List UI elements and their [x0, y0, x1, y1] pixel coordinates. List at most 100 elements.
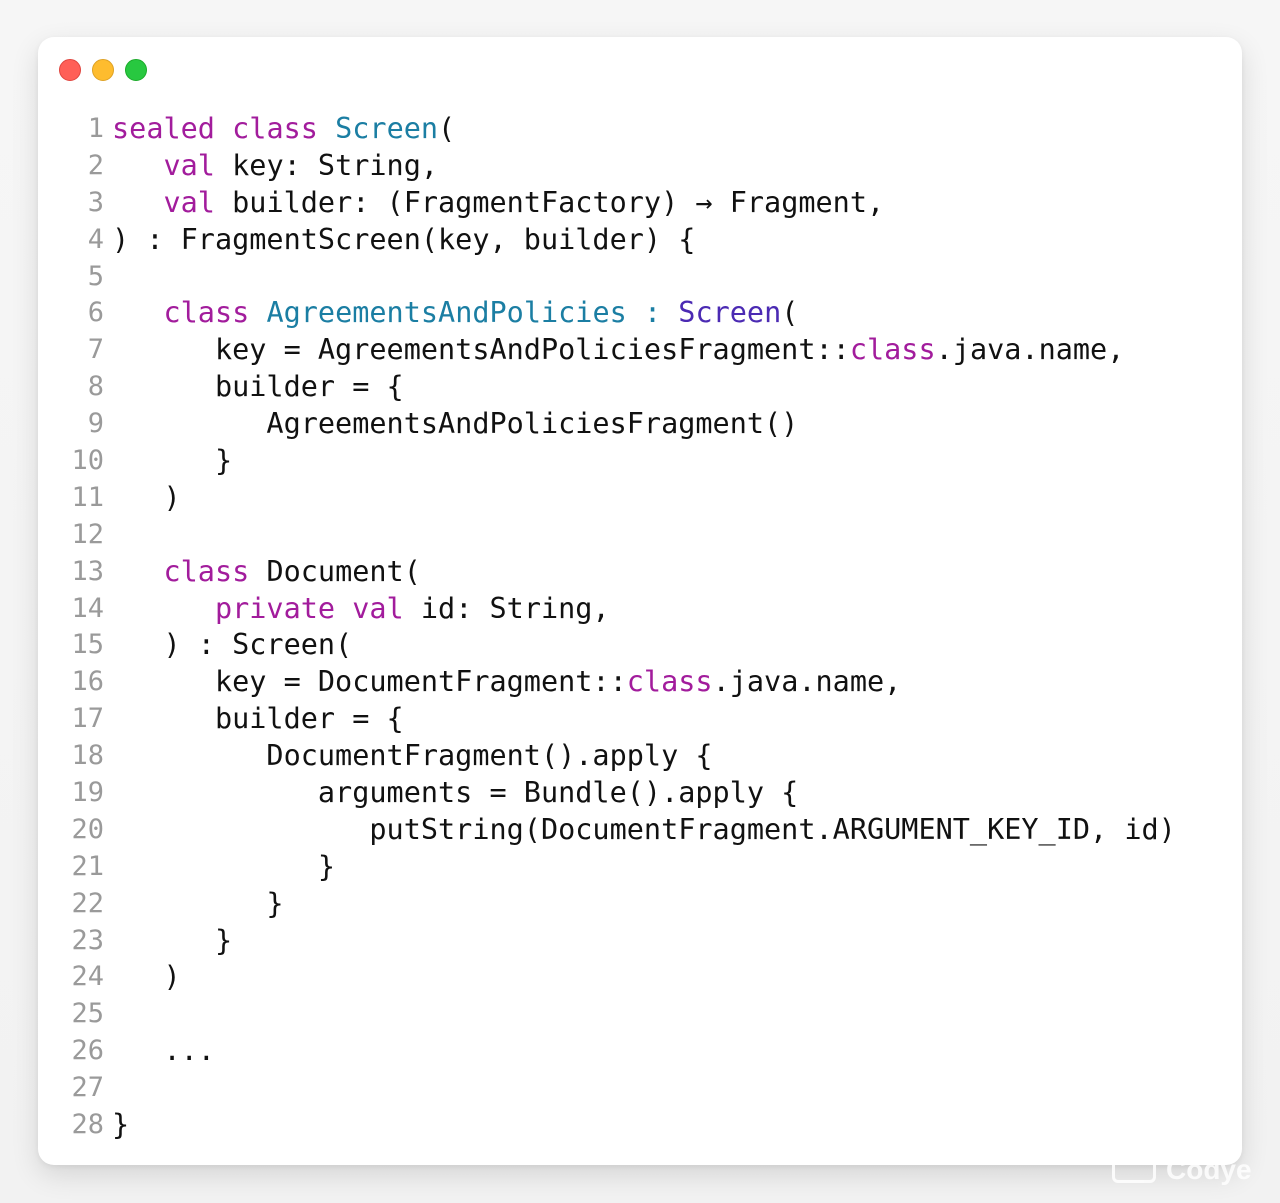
code-token: [318, 112, 335, 145]
line-source: ): [104, 959, 181, 996]
code-line: 15 ) : Screen(: [38, 627, 1242, 664]
line-source: }: [104, 886, 284, 923]
minimize-button[interactable]: [92, 59, 114, 81]
code-line: 7 key = AgreementsAndPoliciesFragment::c…: [38, 332, 1242, 369]
line-number: 8: [87, 371, 104, 403]
code-line: 5: [38, 259, 1242, 296]
line-source: val builder: (FragmentFactory) → Fragmen…: [104, 185, 884, 222]
code-token: key: String,: [214, 148, 439, 182]
code-line: 19 arguments = Bundle().apply {: [38, 775, 1242, 812]
line-source: }: [104, 849, 335, 886]
watermark-text: Codye: [1166, 1154, 1252, 1185]
code-line: 14 private val id: String,: [38, 591, 1242, 628]
keyword-token: private: [214, 591, 336, 625]
code-line: 27: [38, 1070, 1242, 1107]
code-line: 9 AgreementsAndPoliciesFragment(): [38, 406, 1242, 443]
keyword-token: class: [163, 554, 250, 588]
line-number: 15: [71, 629, 104, 661]
type-token: AgreementsAndPolicies: [266, 296, 627, 330]
code-line: 21 }: [38, 849, 1242, 886]
line-number: 9: [87, 408, 104, 440]
line-source: ) : Screen(: [104, 627, 352, 664]
code-token: ) : Screen(: [112, 628, 353, 662]
code-token: [112, 149, 163, 182]
keyword-token: val: [163, 185, 215, 219]
code-token: }: [112, 1108, 130, 1142]
type-token: Screen: [335, 112, 439, 145]
code-token: [335, 592, 352, 625]
line-source: ): [104, 480, 180, 517]
line-source: ...: [104, 1033, 214, 1070]
type-token: Screen: [678, 296, 782, 330]
code-token: [112, 296, 163, 329]
line-source: AgreementsAndPoliciesFragment(): [104, 406, 798, 443]
keyword-token: class: [849, 333, 936, 367]
keyword-token: class: [163, 296, 250, 330]
line-number: 11: [71, 481, 104, 513]
line-source: }: [104, 923, 232, 960]
code-token: key = AgreementsAndPoliciesFragment::: [112, 333, 850, 367]
code-token: builder = {: [112, 702, 404, 736]
code-line: 13 class Document(: [38, 554, 1242, 591]
line-number: 6: [87, 297, 104, 329]
line-number: 24: [71, 961, 104, 993]
close-button[interactable]: [59, 59, 81, 81]
line-source: builder = {: [104, 369, 404, 406]
line-source: val key: String,: [104, 148, 438, 185]
line-number: 19: [71, 777, 104, 809]
line-source: sealed class Screen(: [104, 111, 455, 148]
code-line: 25: [38, 996, 1242, 1033]
line-number: 20: [71, 813, 104, 845]
line-number: 25: [71, 998, 104, 1030]
code-line: 4) : FragmentScreen(key, builder) {: [38, 222, 1242, 259]
line-source: arguments = Bundle().apply {: [104, 775, 798, 812]
line-number: 27: [71, 1072, 104, 1104]
code-token: id: String,: [403, 591, 610, 625]
code-token: AgreementsAndPoliciesFragment(): [112, 407, 799, 441]
keyword-token: class: [626, 665, 713, 699]
line-source: key = AgreementsAndPoliciesFragment::cla…: [104, 332, 1124, 369]
maximize-button[interactable]: [125, 59, 147, 81]
code-token: [112, 592, 215, 625]
code-line: 22 }: [38, 886, 1242, 923]
code-token: [112, 186, 163, 219]
line-source: putString(DocumentFragment.ARGUMENT_KEY_…: [104, 812, 1175, 849]
line-source: key = DocumentFragment::class.java.name,: [104, 664, 901, 701]
line-number: 21: [71, 850, 104, 882]
line-number: 10: [71, 445, 104, 477]
line-source: [104, 1070, 112, 1107]
line-number: 26: [71, 1035, 104, 1067]
code-line: 28}: [38, 1107, 1242, 1144]
line-source: private val id: String,: [104, 591, 610, 628]
line-number: 16: [71, 666, 104, 698]
line-number: 5: [87, 260, 104, 292]
keyboard-icon: [1112, 1157, 1156, 1183]
code-line: 17 builder = {: [38, 701, 1242, 738]
code-token: [249, 296, 266, 329]
line-number: 17: [71, 703, 104, 735]
line-number: 1: [87, 113, 104, 144]
code-token: }: [112, 886, 284, 920]
watermark: Codye: [1112, 1150, 1252, 1190]
code-line: 6 class AgreementsAndPolicies : Screen(: [38, 295, 1242, 332]
line-source: DocumentFragment().apply {: [104, 738, 712, 775]
line-source: ) : FragmentScreen(key, builder) {: [104, 222, 695, 259]
line-source: }: [104, 1107, 129, 1144]
line-source: }: [104, 443, 232, 480]
code-token: arguments = Bundle().apply {: [112, 776, 799, 810]
code-line: 24 ): [38, 959, 1242, 996]
window-controls: [59, 59, 147, 81]
code-token: }: [112, 849, 336, 883]
code-line: 8 builder = {: [38, 369, 1242, 406]
line-source: [104, 259, 112, 296]
code-line: 11 ): [38, 480, 1242, 517]
line-number: 28: [71, 1109, 104, 1141]
line-source: [104, 996, 112, 1033]
line-source: class Document(: [104, 554, 420, 591]
code-token: builder: (FragmentFactory) → Fragment,: [214, 185, 885, 219]
code-token: ): [112, 960, 181, 994]
keyword-token: val: [352, 591, 404, 625]
code-token: .java.name,: [935, 333, 1125, 367]
